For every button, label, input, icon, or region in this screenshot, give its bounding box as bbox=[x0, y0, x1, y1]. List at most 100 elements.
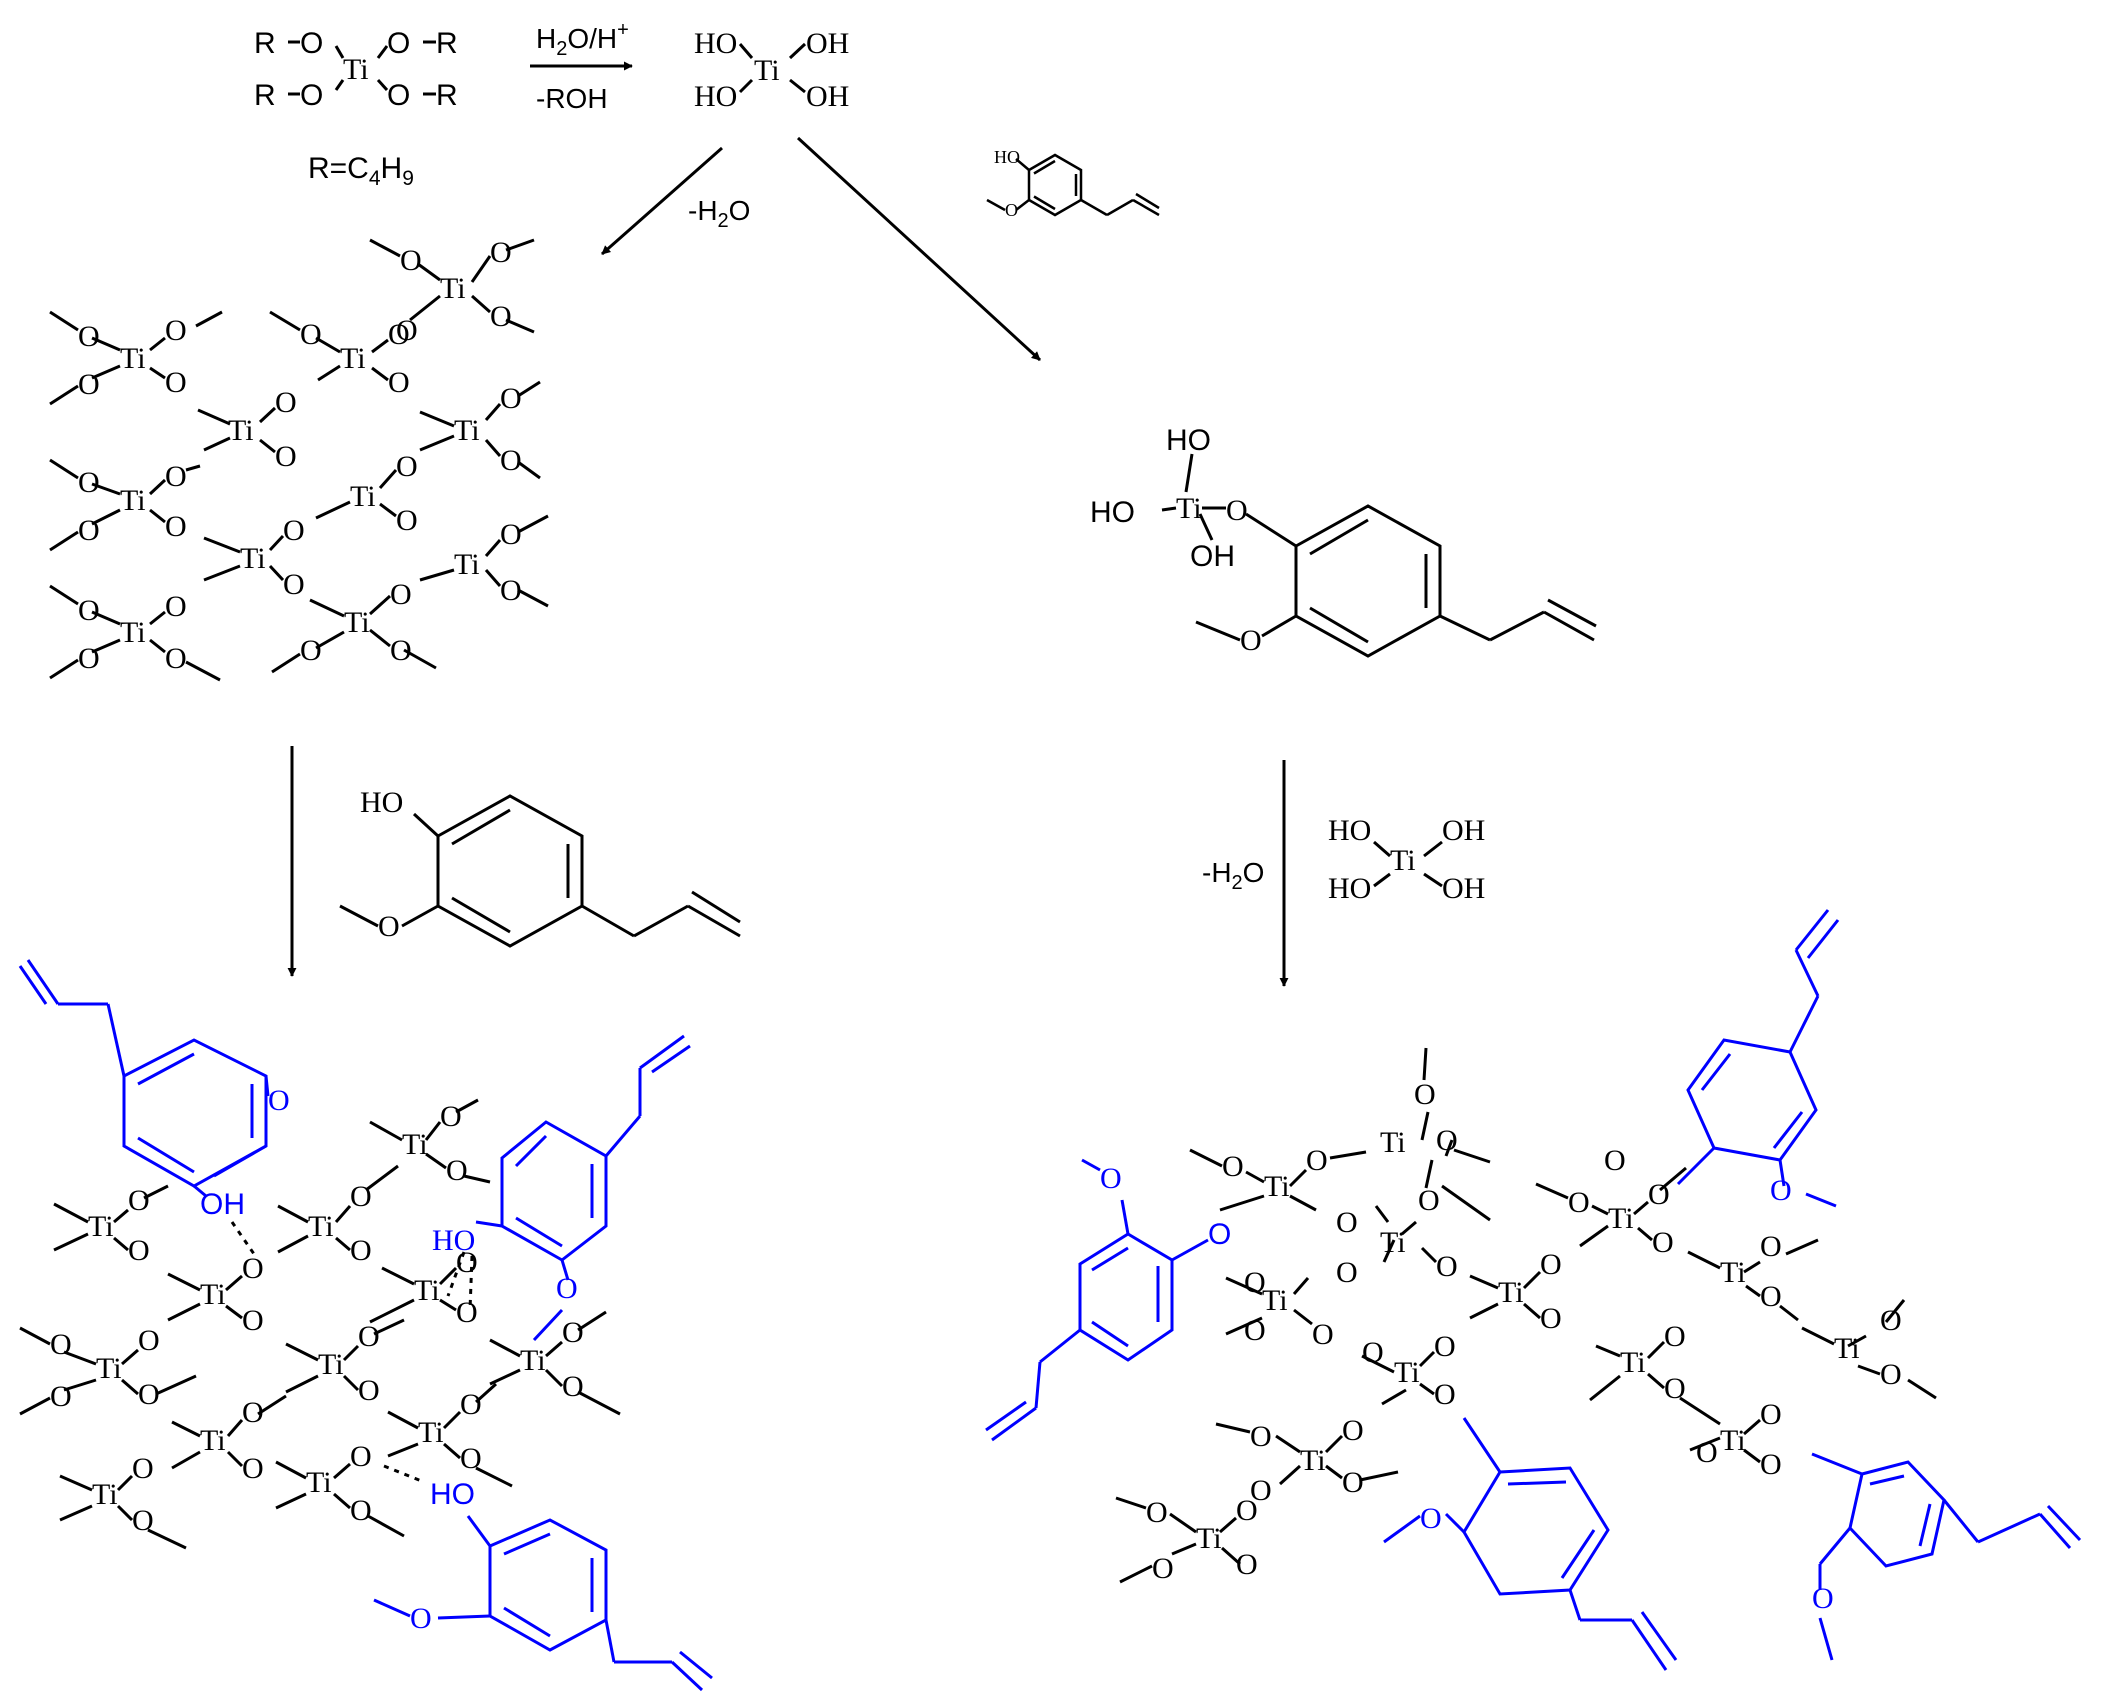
oxygen-label: O bbox=[396, 450, 418, 483]
oxygen-label: O bbox=[500, 574, 522, 607]
titanium-label: Ti bbox=[344, 606, 370, 639]
titanium-label: Ti bbox=[88, 1210, 114, 1243]
hydroxyl-label: HO bbox=[360, 786, 403, 819]
hydroxyl-label: HO bbox=[1328, 814, 1371, 847]
oxygen-label: O bbox=[1418, 1184, 1440, 1217]
oxygen-label: O bbox=[460, 1388, 482, 1421]
oxygen-label: O bbox=[390, 634, 412, 667]
titanium-label: Ti bbox=[440, 272, 466, 305]
oxygen-label: O bbox=[1652, 1226, 1674, 1259]
oxygen-label: O bbox=[50, 1328, 72, 1361]
oxygen-label: O bbox=[1208, 1218, 1231, 1251]
oxygen-label: O bbox=[1236, 1548, 1258, 1581]
titanium-label: Ti bbox=[454, 548, 480, 581]
oxygen-label: O bbox=[1222, 1150, 1244, 1183]
titanium-label: Ti bbox=[1390, 844, 1416, 877]
hydroxyl-label: HO bbox=[1090, 496, 1135, 529]
hydroxyl-label: OH bbox=[1442, 872, 1485, 905]
oxygen-label: O bbox=[378, 910, 400, 943]
oxygen-label: O bbox=[1540, 1302, 1562, 1335]
hydroxyl-label: OH bbox=[806, 27, 849, 60]
oxygen-label: O bbox=[50, 1380, 72, 1413]
oxygen-label: O bbox=[1306, 1144, 1328, 1177]
eugenol-reagent: HO O bbox=[339, 786, 741, 948]
oxygen-label: O bbox=[1240, 624, 1262, 657]
hydroxyl-label: OH bbox=[1190, 540, 1235, 573]
oxygen-label: O bbox=[1312, 1318, 1334, 1351]
titanium-label: Ti bbox=[308, 1210, 334, 1243]
oxygen-label: O bbox=[1434, 1378, 1456, 1411]
oxygen-label: O bbox=[1696, 1436, 1718, 1469]
titanium-label: Ti bbox=[200, 1424, 226, 1457]
oxygen-label: O bbox=[388, 366, 410, 399]
oxygen-label: O bbox=[1664, 1320, 1686, 1353]
oxygen-label: O bbox=[396, 314, 418, 347]
oxygen-label: O bbox=[562, 1316, 584, 1349]
titanium-label: Ti bbox=[318, 1348, 344, 1381]
hydrogen-bonds bbox=[230, 1221, 474, 1484]
oxygen-label: O bbox=[500, 444, 522, 477]
oxygen-label: O bbox=[275, 440, 297, 473]
oxygen-label: O bbox=[1760, 1230, 1782, 1263]
oxygen-label: O bbox=[132, 1504, 154, 1537]
alkyl-r-label: R bbox=[436, 27, 458, 60]
oxygen-label: O bbox=[275, 386, 297, 419]
titanium-butoxide-labels: R O R O Ti O R O R bbox=[254, 27, 458, 112]
titanium-label: Ti bbox=[418, 1416, 444, 1449]
oxygen-label: O bbox=[1648, 1178, 1670, 1211]
eugenol-reagent-small: HO O bbox=[986, 147, 1160, 220]
oxygen-label: O bbox=[358, 1374, 380, 1407]
titanium-label: Ti bbox=[402, 1128, 428, 1161]
titanium-label: Ti bbox=[200, 1278, 226, 1311]
oxygen-label: O bbox=[78, 368, 100, 401]
oxygen-label: O bbox=[165, 642, 187, 675]
oxygen-label: O bbox=[490, 300, 512, 333]
titanium-label: Ti bbox=[96, 1352, 122, 1385]
oxygen-label: O bbox=[1342, 1466, 1364, 1499]
oxygen-label: O bbox=[1236, 1494, 1258, 1527]
water-elimination: -H2O bbox=[688, 195, 750, 232]
tio2-eugenol-hybrid-covalent: O O O O O bbox=[985, 909, 2082, 1671]
oxygen-label: O bbox=[1336, 1206, 1358, 1239]
titanium-label: Ti bbox=[343, 53, 369, 86]
titanium-label: Ti bbox=[454, 414, 480, 447]
oxygen-label: O bbox=[410, 1602, 432, 1635]
hydroxyl-label: HO bbox=[694, 80, 737, 113]
oxygen-label: O bbox=[350, 1234, 372, 1267]
oxygen-label: O bbox=[1760, 1280, 1782, 1313]
titanium-label: Ti bbox=[120, 484, 146, 517]
hydroxyl-label: HO bbox=[430, 1478, 475, 1511]
oxygen-label: O bbox=[1100, 1162, 1122, 1195]
oxygen-label: O bbox=[350, 1180, 372, 1213]
oxygen-label: O bbox=[1250, 1420, 1272, 1453]
titanium-label: Ti bbox=[1300, 1444, 1326, 1477]
hydroxyl-label: HO bbox=[694, 27, 737, 60]
oxygen-label: O bbox=[350, 1440, 372, 1473]
titanium-label: Ti bbox=[1620, 1346, 1646, 1379]
titanium-label: Ti bbox=[1834, 1332, 1860, 1365]
hydroxyl-label: HO bbox=[994, 147, 1020, 167]
oxygen-label: O bbox=[78, 514, 100, 547]
oxygen-label: O bbox=[300, 27, 323, 60]
eugenol-units-blue bbox=[985, 909, 2082, 1671]
oxygen-label: O bbox=[1880, 1358, 1902, 1391]
oxygen-label: O bbox=[456, 1296, 478, 1329]
oxygen-label: O bbox=[165, 590, 187, 623]
hydroxyl-label: HO bbox=[432, 1224, 475, 1257]
eugenol-titanium-hydroxide: HO HO Ti OH O O bbox=[1090, 424, 1597, 658]
titanium-label: Ti bbox=[1720, 1424, 1746, 1457]
condensation-arrow bbox=[601, 146, 723, 256]
oxygen-label: O bbox=[500, 382, 522, 415]
titanium-label: Ti bbox=[228, 414, 254, 447]
titanium-label: Ti bbox=[1498, 1276, 1524, 1309]
hydroxyl-label: OH bbox=[806, 80, 849, 113]
oxygen-label: O bbox=[1362, 1336, 1384, 1369]
titanium-butoxide bbox=[288, 40, 436, 96]
oxygen-label: O bbox=[283, 514, 305, 547]
titanium-label: Ti bbox=[754, 54, 780, 87]
oxygen-label: O bbox=[388, 318, 410, 351]
oxygen-label: O bbox=[1760, 1448, 1782, 1481]
oxygen-label: O bbox=[490, 236, 512, 269]
oxygen-label: O bbox=[165, 314, 187, 347]
titanium-label: Ti bbox=[1196, 1522, 1222, 1555]
